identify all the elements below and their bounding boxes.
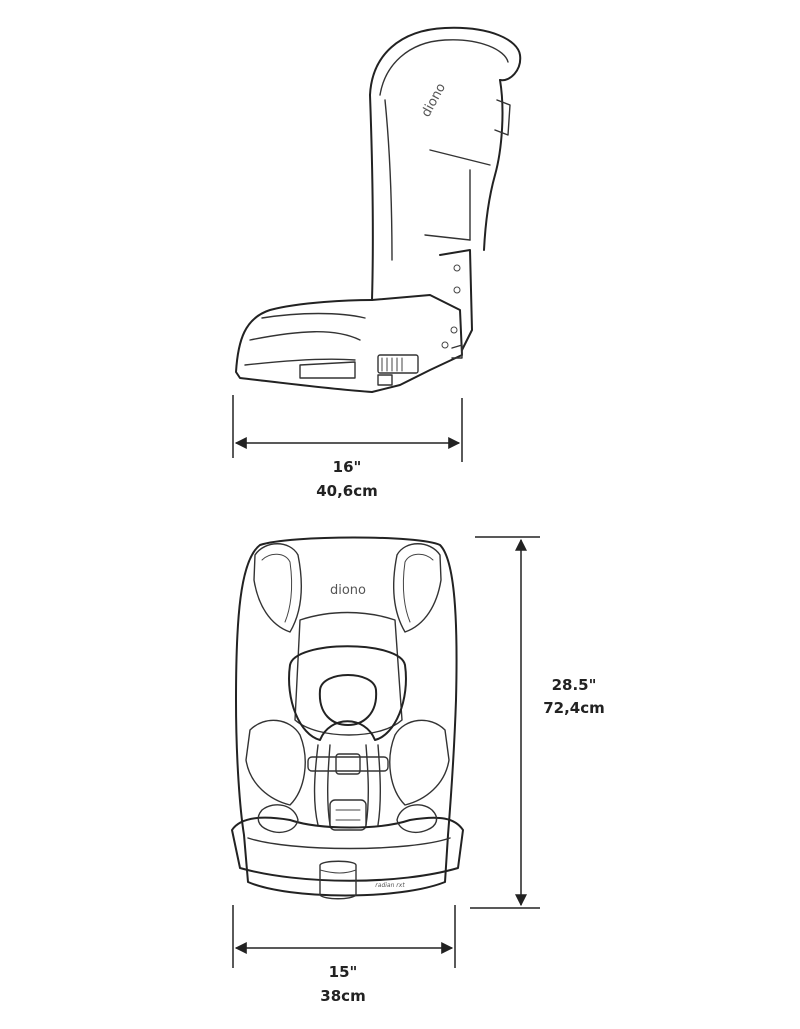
width-inches-label: 15" bbox=[329, 963, 358, 981]
depth-inches-label: 16" bbox=[333, 458, 362, 476]
height-inches-label: 28.5" bbox=[552, 676, 597, 694]
front-height-dimension: 28.5" 72,4cm bbox=[470, 536, 605, 909]
side-depth-dimension: 16" 40,6cm bbox=[232, 395, 463, 500]
front-width-dimension: 15" 38cm bbox=[232, 905, 456, 1005]
model-badge: radian rxt bbox=[375, 882, 405, 889]
side-view-drawing: diono bbox=[235, 26, 522, 393]
side-logo: diono bbox=[419, 81, 449, 120]
width-cm-label: 38cm bbox=[320, 987, 365, 1005]
height-cm-label: 72,4cm bbox=[543, 699, 605, 717]
depth-cm-label: 40,6cm bbox=[316, 482, 378, 500]
front-view-drawing: diono radian rxt bbox=[231, 536, 464, 900]
front-logo: diono bbox=[330, 583, 366, 598]
